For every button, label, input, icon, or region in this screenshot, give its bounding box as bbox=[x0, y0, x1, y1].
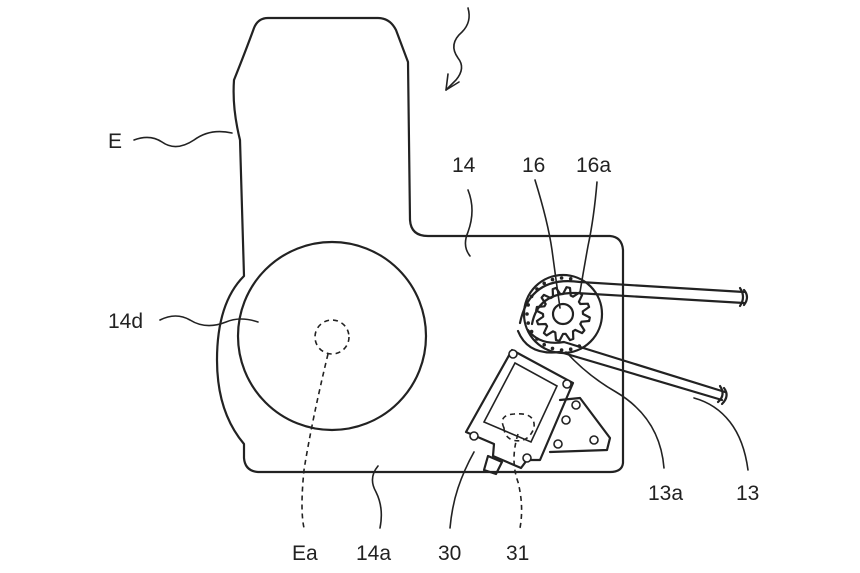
leader-13 bbox=[693, 397, 749, 471]
leader-30 bbox=[449, 451, 475, 529]
label-16a: 16a bbox=[576, 154, 611, 177]
chain-link bbox=[529, 294, 534, 299]
crank-axis-dashed bbox=[314, 319, 350, 355]
leader-31 bbox=[513, 433, 523, 529]
label-30: 30 bbox=[438, 542, 461, 565]
direction-arrow bbox=[445, 7, 470, 91]
leader-14 bbox=[464, 189, 473, 257]
chain-link bbox=[542, 342, 546, 347]
chain-link bbox=[568, 277, 573, 281]
chain-link bbox=[559, 348, 564, 352]
chain-link bbox=[550, 346, 555, 351]
label-13: 13 bbox=[736, 482, 759, 505]
chain-link bbox=[529, 329, 534, 334]
label-31: 31 bbox=[506, 542, 529, 565]
crank-circle bbox=[236, 240, 428, 432]
chain-link bbox=[535, 287, 539, 291]
sensor-unit bbox=[464, 348, 612, 476]
engine-outline bbox=[215, 16, 625, 474]
leader-13a bbox=[565, 351, 665, 469]
sensor-dashed bbox=[501, 412, 535, 442]
chain-link bbox=[526, 303, 530, 307]
label-14a: 14a bbox=[356, 542, 391, 565]
label-13a: 13a bbox=[648, 482, 683, 505]
label-14: 14 bbox=[452, 154, 476, 177]
chain-link bbox=[525, 312, 529, 316]
chain-link bbox=[535, 337, 539, 341]
chain-link bbox=[550, 277, 555, 282]
chain-link bbox=[559, 276, 564, 280]
label-Ea: Ea bbox=[292, 542, 318, 565]
leader-E bbox=[133, 130, 233, 148]
leader-16a bbox=[579, 181, 598, 293]
chain-link bbox=[526, 321, 530, 325]
chain bbox=[516, 276, 749, 406]
chain-link bbox=[542, 281, 546, 286]
leader-14d bbox=[159, 315, 259, 327]
label-14d: 14d bbox=[108, 310, 143, 333]
leader-14a bbox=[371, 465, 383, 529]
leader-16 bbox=[534, 179, 561, 309]
label-E: E bbox=[108, 130, 122, 153]
chain-link bbox=[568, 347, 573, 352]
chain-link bbox=[577, 344, 582, 348]
label-16: 16 bbox=[522, 154, 545, 177]
leader-Ea bbox=[301, 353, 329, 529]
